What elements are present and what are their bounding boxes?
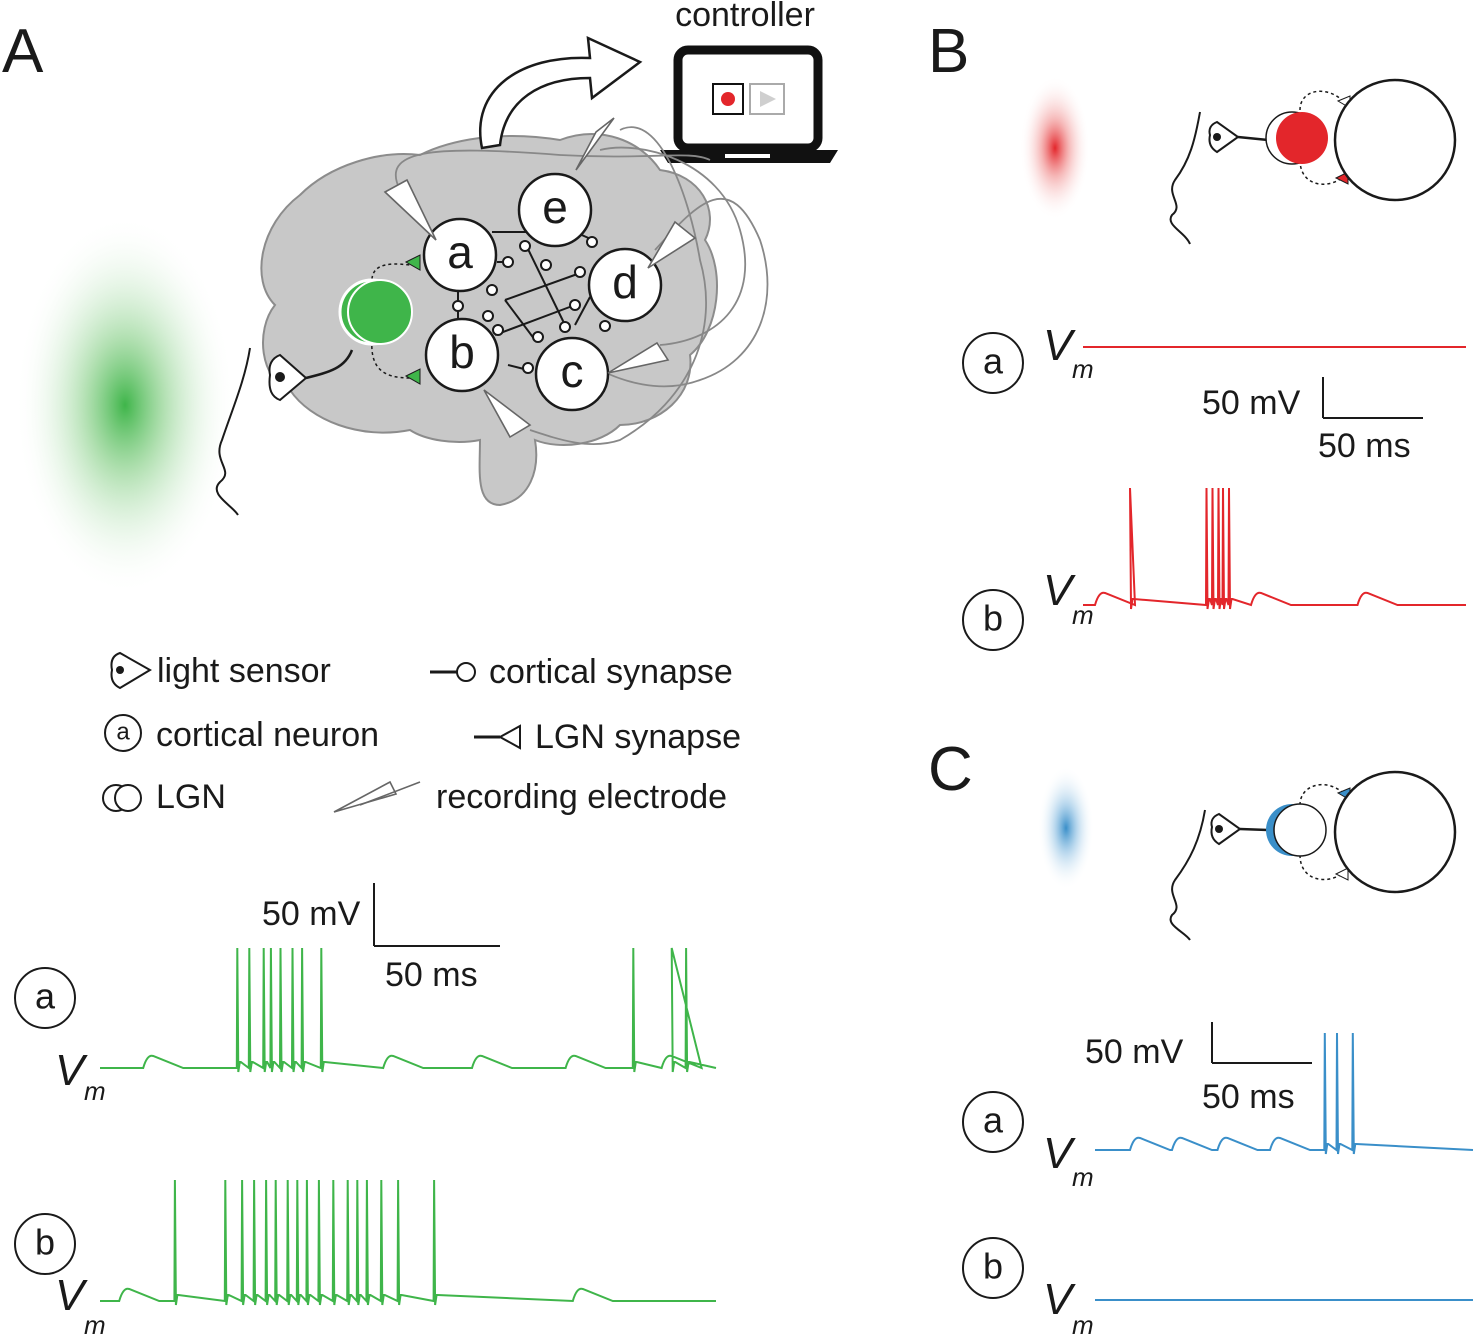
legend-cortical-synapse-icon: [430, 662, 476, 682]
face-profile-c: [1169, 809, 1206, 941]
svg-text:b: b: [983, 598, 1003, 639]
legend-cortical-neuron: cortical neuron: [156, 716, 379, 754]
scale-time-a: 50 ms: [385, 956, 478, 994]
svg-text:a: a: [983, 1100, 1004, 1141]
vm-label-B-b: V: [1043, 566, 1076, 615]
scale-voltage-b: 50 mV: [1202, 384, 1301, 422]
trace-A-b: [100, 1179, 716, 1306]
svg-text:a: a: [35, 976, 56, 1017]
curved-arrow-icon: [479, 35, 643, 150]
svg-text:e: e: [542, 181, 568, 233]
trace-label-B-b: b: [962, 589, 1024, 651]
scale-voltage-c: 50 mV: [1085, 1033, 1184, 1071]
cortical-synapses: [452, 236, 611, 374]
lgn-red: [1265, 111, 1328, 165]
svg-text:b: b: [35, 1222, 55, 1263]
neuron-a[interactable]: a: [422, 217, 498, 293]
eye-sensor-icon: [268, 349, 354, 402]
panel-label-a: A: [2, 17, 44, 86]
lgn-synapse-b: [404, 368, 421, 385]
neuron-e[interactable]: e: [517, 172, 593, 248]
laptop-icon[interactable]: [660, 45, 838, 163]
svg-text:d: d: [612, 256, 638, 308]
red-light-stimulus: [1020, 76, 1090, 220]
vm-sub-A-b: m: [84, 1310, 106, 1340]
svg-text:a: a: [116, 719, 130, 746]
cortical-neuron-c: [1333, 770, 1457, 894]
recording-electrodes: [383, 117, 697, 439]
vm-sub-C-b: m: [1072, 1310, 1094, 1340]
vm-label-C-a: V: [1043, 1129, 1076, 1178]
face-profile-a: [215, 347, 251, 516]
scale-time-c: 50 ms: [1202, 1078, 1295, 1116]
vm-label-B-a: V: [1043, 321, 1076, 370]
legend-light-sensor: light sensor: [157, 652, 331, 690]
legend-lgn: LGN: [156, 778, 226, 816]
vm-sub-B-a: m: [1072, 354, 1094, 384]
trace-label-B-a: a: [962, 332, 1024, 394]
scale-time-b: 50 ms: [1318, 427, 1411, 465]
svg-text:c: c: [561, 345, 584, 397]
vm-sub-C-a: m: [1072, 1162, 1094, 1192]
vm-sub-B-b: m: [1072, 600, 1094, 630]
legend-recording-electrode-icon: [333, 780, 421, 813]
controller-label: controller: [675, 0, 815, 34]
lgn-green: [338, 278, 413, 346]
play-icon: [760, 91, 776, 107]
scale-bar-a: 50 mV 50 ms: [262, 883, 500, 994]
trace-label-A-b: b: [14, 1213, 76, 1275]
legend-cortical-synapse: cortical synapse: [489, 653, 733, 691]
trace-label-A-a: a: [14, 967, 76, 1029]
trace-label-C-a: a: [962, 1091, 1024, 1153]
neuron-d[interactable]: d: [587, 247, 663, 323]
vm-label-A-a: V: [55, 1046, 88, 1095]
legend-cortical-neuron-icon: a: [104, 714, 142, 752]
legend-recording-electrode: recording electrode: [436, 778, 727, 816]
cortical-neuron-b: [1333, 78, 1457, 202]
svg-text:a: a: [983, 341, 1004, 382]
svg-text:a: a: [447, 226, 473, 278]
record-icon: [721, 92, 735, 106]
electrode-wires: [394, 126, 769, 446]
scale-voltage-a: 50 mV: [262, 895, 361, 933]
vm-label-C-b: V: [1043, 1275, 1076, 1324]
legend-lgn-synapse-icon: [474, 724, 521, 750]
lgn-blue: [1266, 803, 1327, 857]
svg-text:b: b: [449, 326, 475, 378]
vm-sub-A-a: m: [84, 1076, 106, 1106]
eye-sensor-b-icon: [1208, 120, 1269, 154]
trace-A-a: [100, 947, 717, 1073]
neuron-b[interactable]: b: [424, 317, 500, 393]
trace-C-a: [1095, 1032, 1474, 1155]
vm-label-A-b: V: [55, 1271, 88, 1320]
lgn-synapse-a: [404, 254, 421, 271]
face-profile-b: [1169, 111, 1201, 245]
scale-bar-b: 50 mV 50 ms: [1202, 377, 1423, 465]
legend: light sensor cortical synapse a cortical…: [102, 651, 741, 816]
trace-label-C-b: b: [962, 1237, 1024, 1299]
blue-light-stimulus: [1038, 766, 1094, 890]
green-light-stimulus: [15, 215, 235, 595]
legend-lgn-icon: [102, 784, 142, 812]
trace-B-b: [1083, 487, 1466, 610]
eye-sensor-c-icon: [1210, 812, 1269, 846]
panel-label-b: B: [928, 17, 969, 86]
scale-bar-c: 50 mV 50 ms: [1085, 1022, 1312, 1116]
neuron-c[interactable]: c: [534, 336, 610, 412]
legend-light-sensor-icon: [110, 651, 152, 690]
panel-label-c: C: [928, 735, 973, 804]
svg-text:b: b: [983, 1246, 1003, 1287]
legend-lgn-synapse: LGN synapse: [535, 718, 741, 756]
